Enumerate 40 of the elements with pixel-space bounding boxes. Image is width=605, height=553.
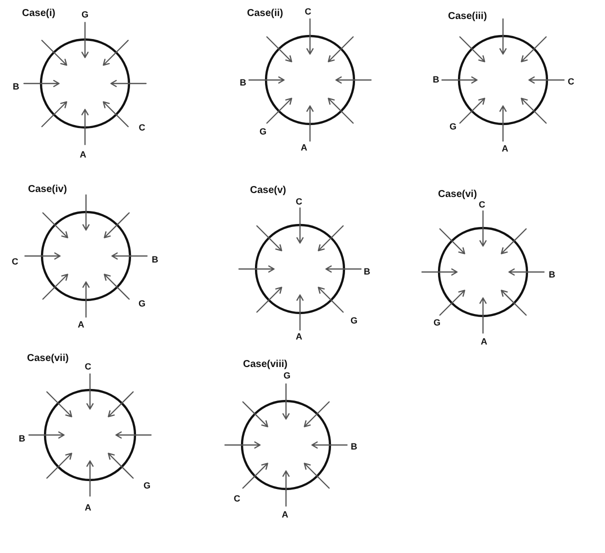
case-label: Case(ii) bbox=[247, 9, 284, 19]
arrow-label: C bbox=[234, 494, 240, 504]
arrow-label: G bbox=[450, 122, 456, 132]
arrow-label: G bbox=[284, 372, 290, 380]
arrow-label: A bbox=[502, 144, 508, 154]
arrow-label: B bbox=[548, 270, 556, 280]
arrow-label: C bbox=[138, 124, 146, 132]
arrow-label: C bbox=[12, 258, 18, 266]
case-label: Case(vi) bbox=[438, 190, 477, 200]
case-label: Case(v) bbox=[250, 186, 286, 196]
arrow-label: A bbox=[300, 144, 308, 152]
arrow-label: C bbox=[304, 8, 312, 16]
arrow-label: B bbox=[240, 78, 246, 88]
arrow-label: G bbox=[144, 482, 150, 490]
arrow-label: C bbox=[84, 362, 92, 372]
case-label: Case(viii) bbox=[243, 360, 288, 370]
arrow-label: C bbox=[478, 200, 486, 210]
case-label: Case(vii) bbox=[27, 354, 69, 364]
case-label: Case(iii) bbox=[448, 12, 487, 22]
arrow-label: C bbox=[568, 78, 574, 86]
arrow-label: G bbox=[260, 128, 266, 136]
arrow-label: A bbox=[80, 150, 86, 160]
arrow-label: G bbox=[350, 316, 358, 326]
arrow-label: A bbox=[296, 332, 302, 342]
arrow-label: A bbox=[78, 320, 84, 330]
arrow-label: B bbox=[12, 82, 20, 92]
arrow-label: A bbox=[282, 510, 288, 520]
arrow-label: B bbox=[432, 76, 440, 84]
arrow-label: B bbox=[152, 256, 158, 264]
arrow-label: G bbox=[82, 10, 88, 20]
arrow-label: G bbox=[138, 300, 146, 308]
case-label: Case(i) bbox=[22, 9, 56, 19]
arrow-label: A bbox=[480, 338, 488, 346]
arrow-label: B bbox=[18, 434, 26, 444]
case-label: Case(iv) bbox=[28, 185, 67, 195]
arrow-label: A bbox=[84, 504, 92, 512]
arrow-label: B bbox=[350, 442, 358, 452]
arrow-label: B bbox=[364, 268, 370, 276]
arrow-label: C bbox=[296, 198, 302, 206]
arrow-label: G bbox=[434, 318, 440, 328]
